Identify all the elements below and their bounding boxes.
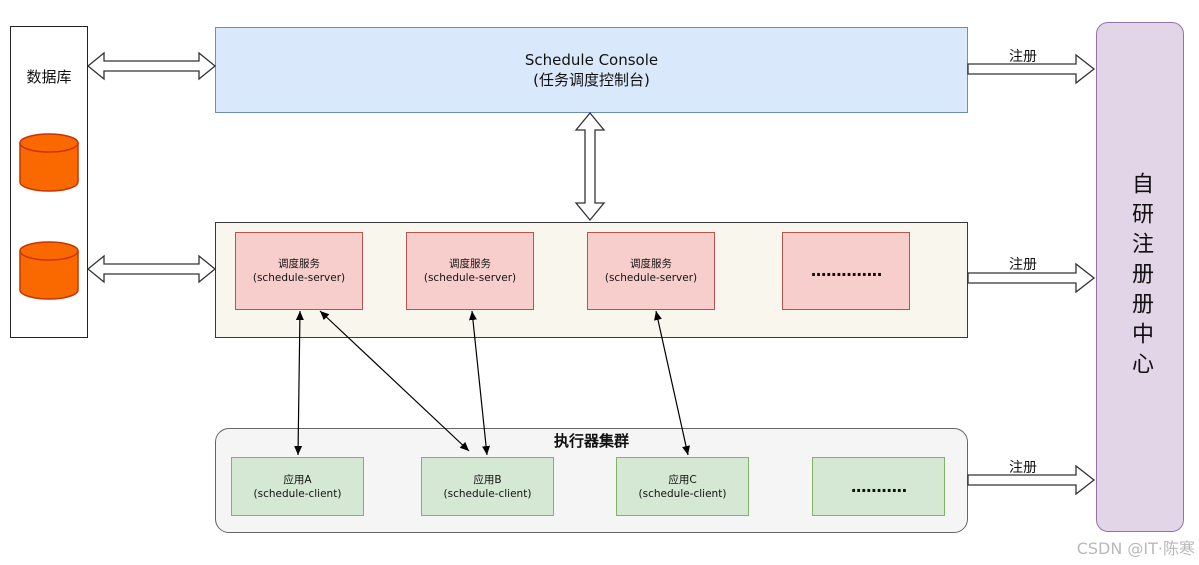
server-name: 调度服务 (449, 258, 491, 270)
connector-server1-clientB (319, 310, 470, 452)
schedule-client-box: 应用C (schedule-client) (616, 457, 749, 516)
registry-center-box: 自研注册册中心 (1096, 22, 1184, 532)
registry-center-label: 自研注册册中心 (1128, 172, 1153, 382)
client-id: (schedule-client) (638, 487, 727, 500)
client-id: (schedule-client) (443, 487, 532, 500)
executor-cluster-title: 执行器集群 (553, 432, 629, 450)
server-id: (schedule-server) (423, 272, 517, 284)
console-title: Schedule Console (524, 51, 659, 69)
server-id: (schedule-server) (252, 272, 346, 284)
connector-server1-clientA (294, 310, 304, 456)
schedule-server-box: 调度服务 (schedule-server) (235, 232, 363, 310)
schedule-client-box: 应用B (schedule-client) (421, 457, 554, 516)
schedule-server-box: 调度服务 (schedule-server) (587, 232, 715, 310)
more-servers-ellipsis: .............. (810, 261, 882, 280)
console-subtitle: (任务调度控制台) (533, 71, 650, 89)
more-servers-box: .............. (782, 232, 910, 310)
database-label: 数据库 (26, 68, 72, 86)
server-id: (schedule-server) (604, 272, 698, 284)
double-arrow-db-servers (86, 254, 217, 284)
double-arrow-db-console (86, 51, 217, 81)
register-arrow-clients (967, 464, 1096, 496)
schedule-console-box: Schedule Console (任务调度控制台) (215, 27, 968, 113)
client-name: 应用C (668, 473, 697, 486)
more-clients-ellipsis: ........... (850, 476, 908, 496)
more-clients-box: ........... (812, 457, 945, 516)
schedule-server-box: 调度服务 (schedule-server) (406, 232, 534, 310)
schedule-client-box: 应用A (schedule-client) (231, 457, 364, 516)
register-label: 注册 (1009, 49, 1037, 65)
register-label: 注册 (1009, 257, 1037, 273)
register-arrow-console (967, 53, 1096, 85)
database-cylinder-icon (19, 241, 79, 300)
connector-server2-clientB (468, 310, 491, 456)
register-arrow-servers (967, 262, 1096, 294)
server-name: 调度服务 (630, 258, 672, 270)
connector-server3-clientC (654, 310, 690, 456)
client-name: 应用A (283, 473, 312, 486)
double-arrow-console-servers (574, 111, 606, 222)
register-label: 注册 (1009, 460, 1037, 476)
watermark: CSDN @IT·陈寒 (1076, 539, 1195, 558)
server-name: 调度服务 (278, 258, 320, 270)
client-name: 应用B (473, 473, 502, 486)
database-cylinder-icon (19, 133, 79, 192)
client-id: (schedule-client) (253, 487, 342, 500)
